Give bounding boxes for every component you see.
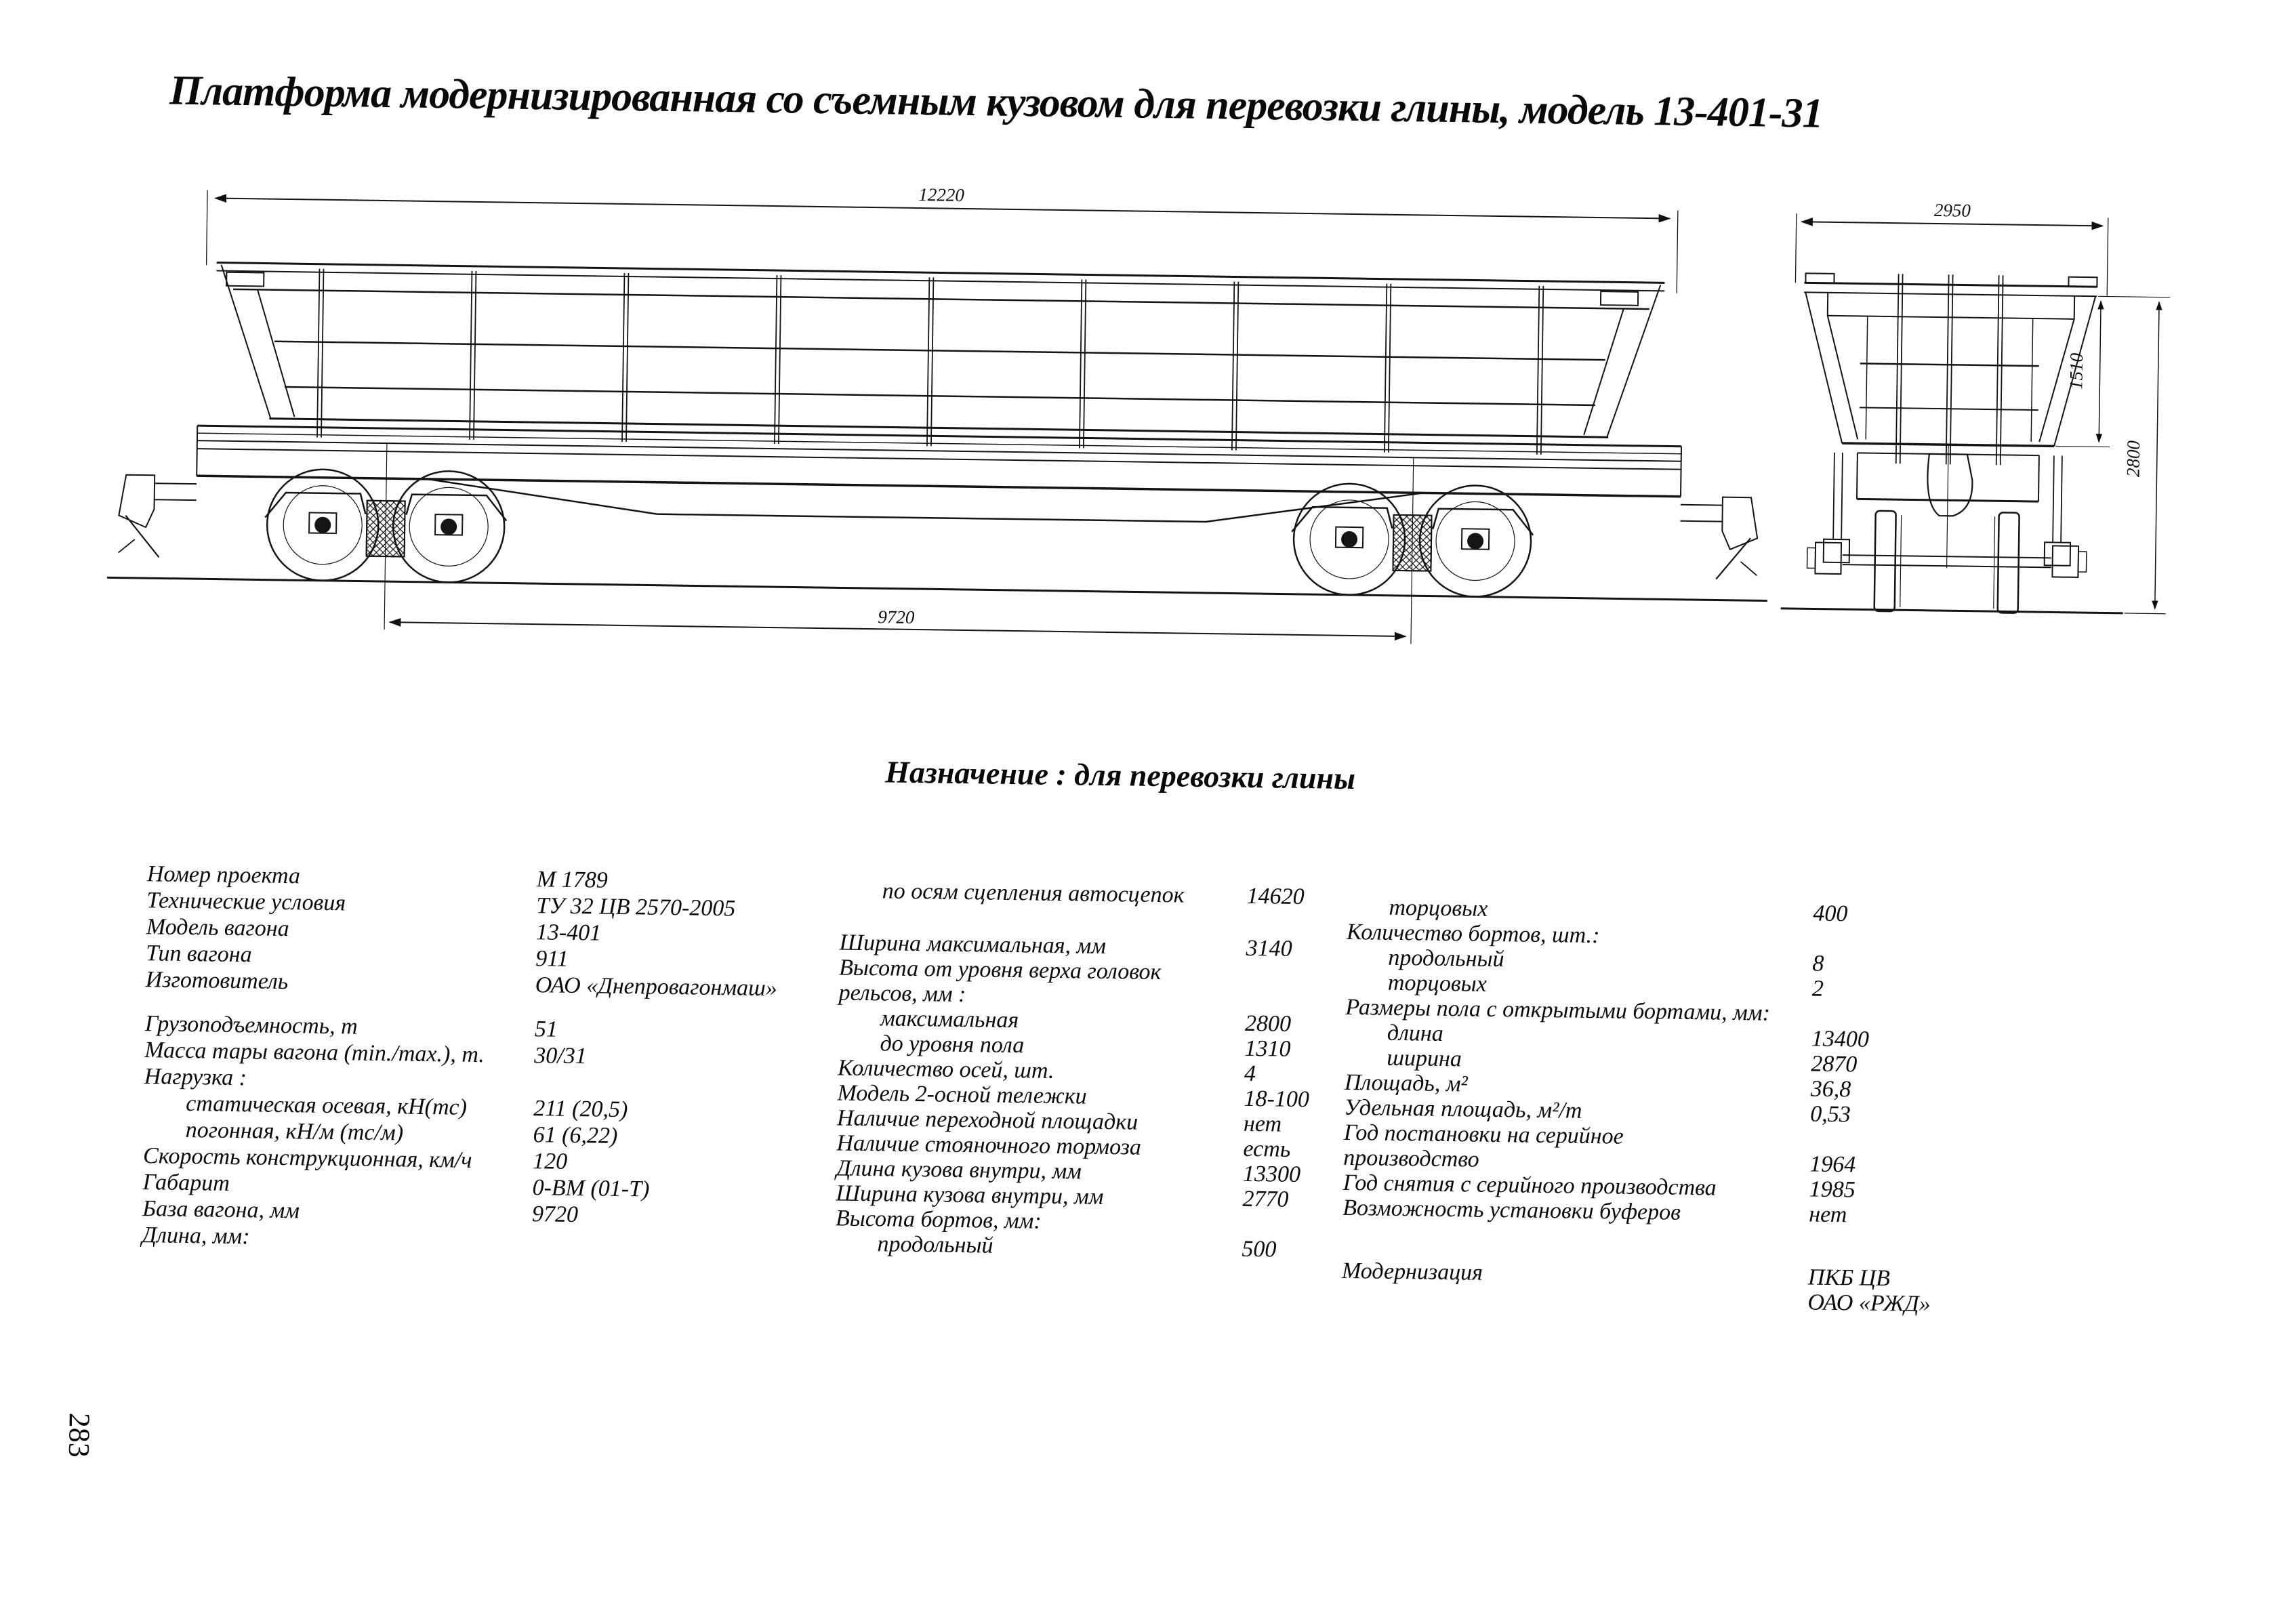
spec-value: 9720 — [532, 1203, 578, 1227]
spec-label: Технические условия — [146, 889, 346, 915]
spec-label: Высота от уровня верха головок — [839, 956, 1162, 984]
spec-value: 2800 — [1245, 1012, 1291, 1036]
side-view — [106, 188, 1773, 648]
spec-label: Грузоподъемность, т — [145, 1012, 358, 1038]
dim-label-total-height: 2800 — [2123, 440, 2144, 477]
spec-value: 2870 — [1811, 1053, 1857, 1077]
spec-label: Модернизация — [1342, 1260, 1483, 1285]
spec-label: Количество бортов, шт.: — [1347, 921, 1600, 947]
spec-value: ТУ 32 ЦВ 2570-2005 — [536, 894, 735, 920]
spec-label: Ширина максимальная, мм — [839, 931, 1106, 958]
spec-value: ОАО «РЖД» — [1807, 1291, 1931, 1316]
spec-label: торцовых — [1388, 972, 1487, 996]
spec-label: Площадь, м² — [1345, 1071, 1468, 1096]
page-title: Платформа модернизированная со съемным к… — [169, 68, 1823, 137]
spec-label: погонная, кН/м (тс/м) — [185, 1119, 403, 1145]
dim-label-body-height: 1510 — [2066, 352, 2087, 390]
spec-value: 4 — [1244, 1063, 1256, 1086]
spec-value: нет — [1809, 1203, 1847, 1227]
spec-label: Масса тары вагона (min./max.), т. — [144, 1039, 485, 1067]
spec-label: База вагона, мм — [142, 1197, 300, 1222]
spec-label: максимальная — [880, 1007, 1019, 1032]
dim-label-base: 9720 — [878, 606, 915, 627]
spec-label: Тип вагона — [146, 942, 252, 966]
spec-value: нет — [1244, 1113, 1282, 1136]
spec-value: 30/31 — [534, 1044, 587, 1068]
spec-value: М 1789 — [537, 868, 608, 892]
spec-label: ширина — [1387, 1047, 1462, 1071]
spec-value: 51 — [535, 1018, 558, 1041]
spec-label: рельсов, мм : — [838, 981, 966, 1006]
spec-label: производство — [1343, 1147, 1479, 1172]
spec-value: 2770 — [1242, 1188, 1288, 1212]
spec-value: 120 — [533, 1150, 567, 1174]
spec-value: 2 — [1812, 978, 1824, 1001]
spec-label: Ширина кузова внутри, мм — [836, 1182, 1103, 1209]
spec-value: 18-100 — [1244, 1088, 1309, 1111]
spec-value: 1310 — [1244, 1037, 1290, 1061]
spec-label: Высота бортов, мм: — [836, 1207, 1042, 1233]
spec-label: Габарит — [142, 1171, 230, 1195]
spec-value: 911 — [535, 947, 569, 971]
spec-value: ПКБ ЦВ — [1808, 1266, 1890, 1290]
spec-label: Нагрузка : — [144, 1065, 247, 1090]
spec-value: 14620 — [1246, 885, 1304, 909]
spec-label: Длина, мм: — [142, 1224, 250, 1248]
spec-label: Наличие переходной площадки — [837, 1107, 1139, 1134]
spec-value: 500 — [1242, 1238, 1276, 1262]
spec-value: 400 — [1813, 903, 1847, 926]
spec-label: до уровня пола — [880, 1032, 1024, 1057]
spec-label: Изготовитель — [146, 968, 289, 993]
spec-label: Модель 2-осной тележки — [837, 1082, 1087, 1108]
spec-value: 13-401 — [536, 921, 602, 945]
spec-value: 61 (6,22) — [533, 1124, 617, 1148]
spec-value: 3140 — [1246, 937, 1292, 961]
spec-value: 36,8 — [1811, 1078, 1851, 1102]
spec-label: статическая осевая, кН(тс) — [186, 1092, 467, 1119]
spec-label: продольный — [1388, 947, 1504, 971]
spec-label: Номер проекта — [147, 863, 301, 888]
spec-label: Скорость конструкционная, км/ч — [143, 1145, 472, 1172]
dim-label-width: 2950 — [1934, 200, 1971, 221]
spec-label: Наличие стояночного тормоза — [836, 1132, 1141, 1159]
spec-value: 13400 — [1811, 1028, 1869, 1052]
spec-label: продольный — [877, 1233, 993, 1257]
spec-value: 1985 — [1809, 1178, 1855, 1201]
spec-value: 0,53 — [1810, 1103, 1851, 1127]
technical-drawing: 12220 9720 2950 1510 2800 — [92, 173, 2289, 732]
spec-label: Модель вагона — [146, 915, 289, 941]
purpose-subtitle: Назначение : для перевозки глины — [885, 755, 1355, 796]
page-number: 283 — [53, 1394, 95, 1476]
spec-label: длина — [1387, 1022, 1443, 1046]
end-view — [1781, 213, 2171, 615]
spec-value: 13300 — [1243, 1163, 1300, 1187]
spec-label: торцовых — [1389, 897, 1488, 921]
spec-value: 211 (20,5) — [533, 1097, 628, 1121]
spec-value: ОАО «Днепровагонмаш» — [535, 974, 778, 1000]
spec-value: 0-ВМ (01-Т) — [532, 1176, 649, 1201]
spec-label: Возможность установки буферов — [1342, 1197, 1681, 1224]
spec-value: 8 — [1812, 953, 1824, 976]
spec-value: есть — [1243, 1138, 1290, 1161]
spec-label: Количество осей, шт. — [838, 1056, 1054, 1082]
spec-label: по осям сцепления автосцепок — [882, 880, 1185, 907]
spec-label: Год постановки на серийное — [1344, 1121, 1624, 1149]
spec-label: Удельная площадь, м²/т — [1344, 1096, 1582, 1123]
spec-label: Длина кузова внутри, мм — [836, 1157, 1082, 1183]
dim-label-length: 12220 — [918, 184, 964, 205]
spec-value: 1964 — [1809, 1153, 1856, 1176]
